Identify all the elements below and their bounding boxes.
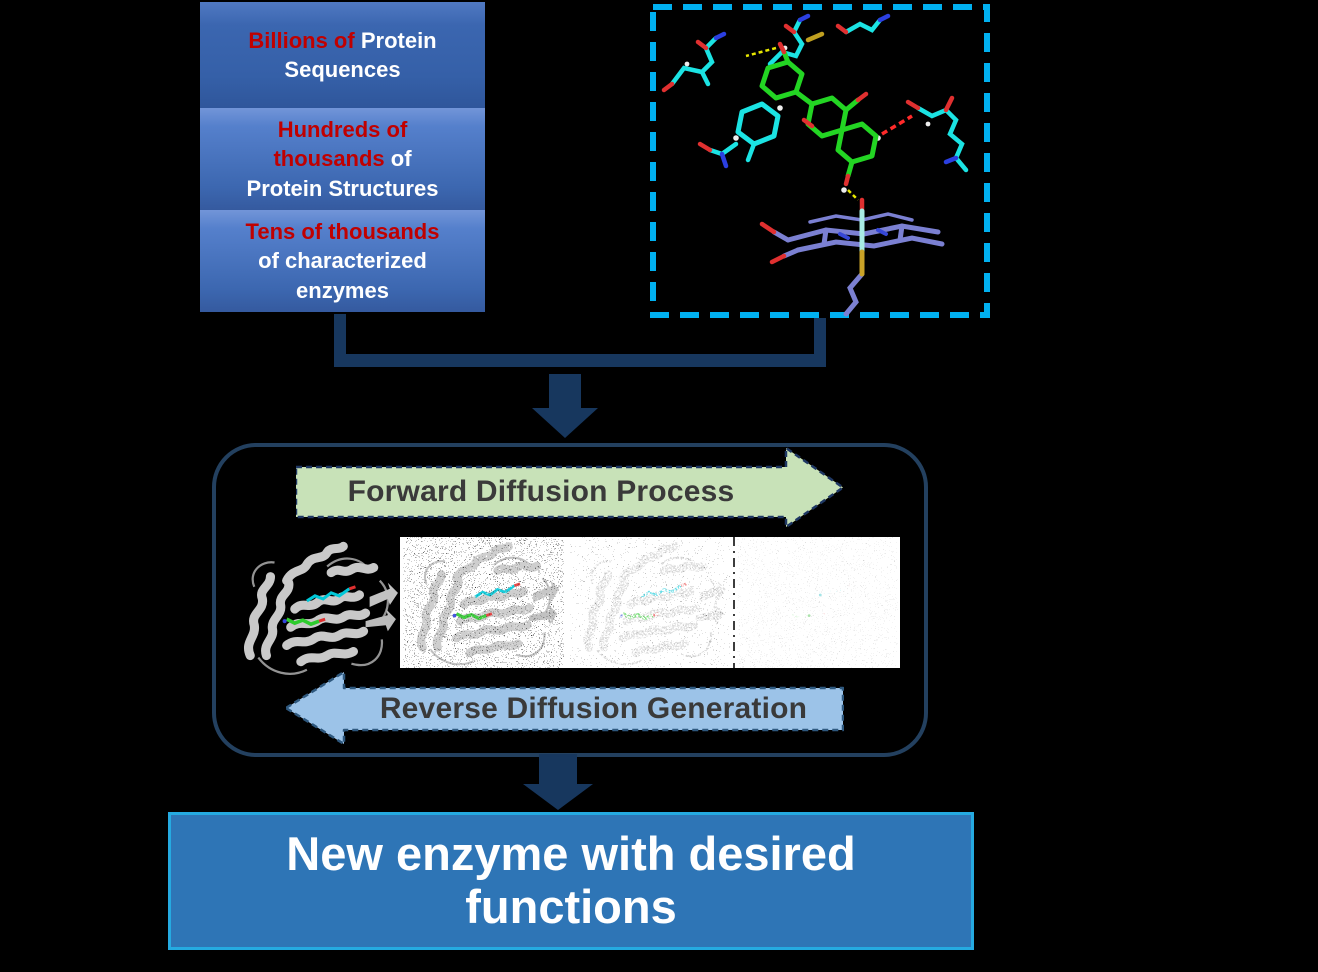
hbond-yellow-bottom <box>847 189 859 201</box>
stage-3-medium-noise <box>570 537 733 668</box>
forward-arrow <box>296 447 845 529</box>
sequences-count: Billions of <box>248 27 355 53</box>
output-line1: New enzyme with desired <box>286 827 856 881</box>
sulfur-stick <box>805 31 825 43</box>
enzymes-line2: of characterized <box>258 248 427 274</box>
hydrogen-atoms <box>684 45 931 193</box>
heme-nitrogens <box>838 228 888 240</box>
output-line2: functions <box>465 880 677 933</box>
down-arrow-icon <box>532 374 598 438</box>
heme-group <box>771 212 945 317</box>
active-site-structure-figure <box>650 4 990 318</box>
structures-line3: Protein Structures <box>246 175 439 201</box>
residue-sticks <box>669 17 969 173</box>
sequences-line2: Sequences <box>284 57 401 82</box>
stage-4-full-noise <box>737 537 900 668</box>
structures-of: of <box>390 146 412 172</box>
enzymes-line3: enzymes <box>296 277 389 303</box>
hbond-yellow-top <box>745 46 777 58</box>
structures-box: Hundreds of thousands of Protein Structu… <box>200 108 485 210</box>
connector-drop-left <box>334 314 346 366</box>
sequences-line1: Billions of Protein <box>200 26 485 55</box>
output-box: New enzyme with desired functions <box>168 812 974 950</box>
ligand-oxygens <box>777 41 869 187</box>
down-arrow-2-icon <box>523 754 593 810</box>
structures-line1: Hundreds of <box>277 117 408 143</box>
sequences-box: Billions of Protein Sequences <box>200 2 485 108</box>
enzymes-box: Tens of thousands of characterized enzym… <box>200 210 485 312</box>
structures-count: thousands <box>273 146 385 172</box>
stage-1-clean-protein <box>230 533 402 681</box>
oxygen-atoms <box>661 23 955 153</box>
forward-arrow-label: Forward Diffusion Process <box>347 475 735 508</box>
enzymes-line1: Tens of thousands <box>245 219 440 245</box>
connector-merge-bar <box>334 354 826 367</box>
sequences-word: Protein <box>360 27 437 53</box>
structures-line2: thousands of <box>200 144 485 173</box>
reverse-arrow-label: Reverse Diffusion Generation <box>379 692 808 725</box>
reverse-arrow <box>286 671 844 745</box>
dashed-highlight-border <box>650 4 990 318</box>
stage-2-light-noise <box>403 537 567 668</box>
cyan-phenyl-ring <box>735 101 781 147</box>
hbond-red-dashed <box>881 114 913 136</box>
stage-divider-dashdot <box>733 537 735 668</box>
nitrogen-atoms <box>713 13 959 169</box>
